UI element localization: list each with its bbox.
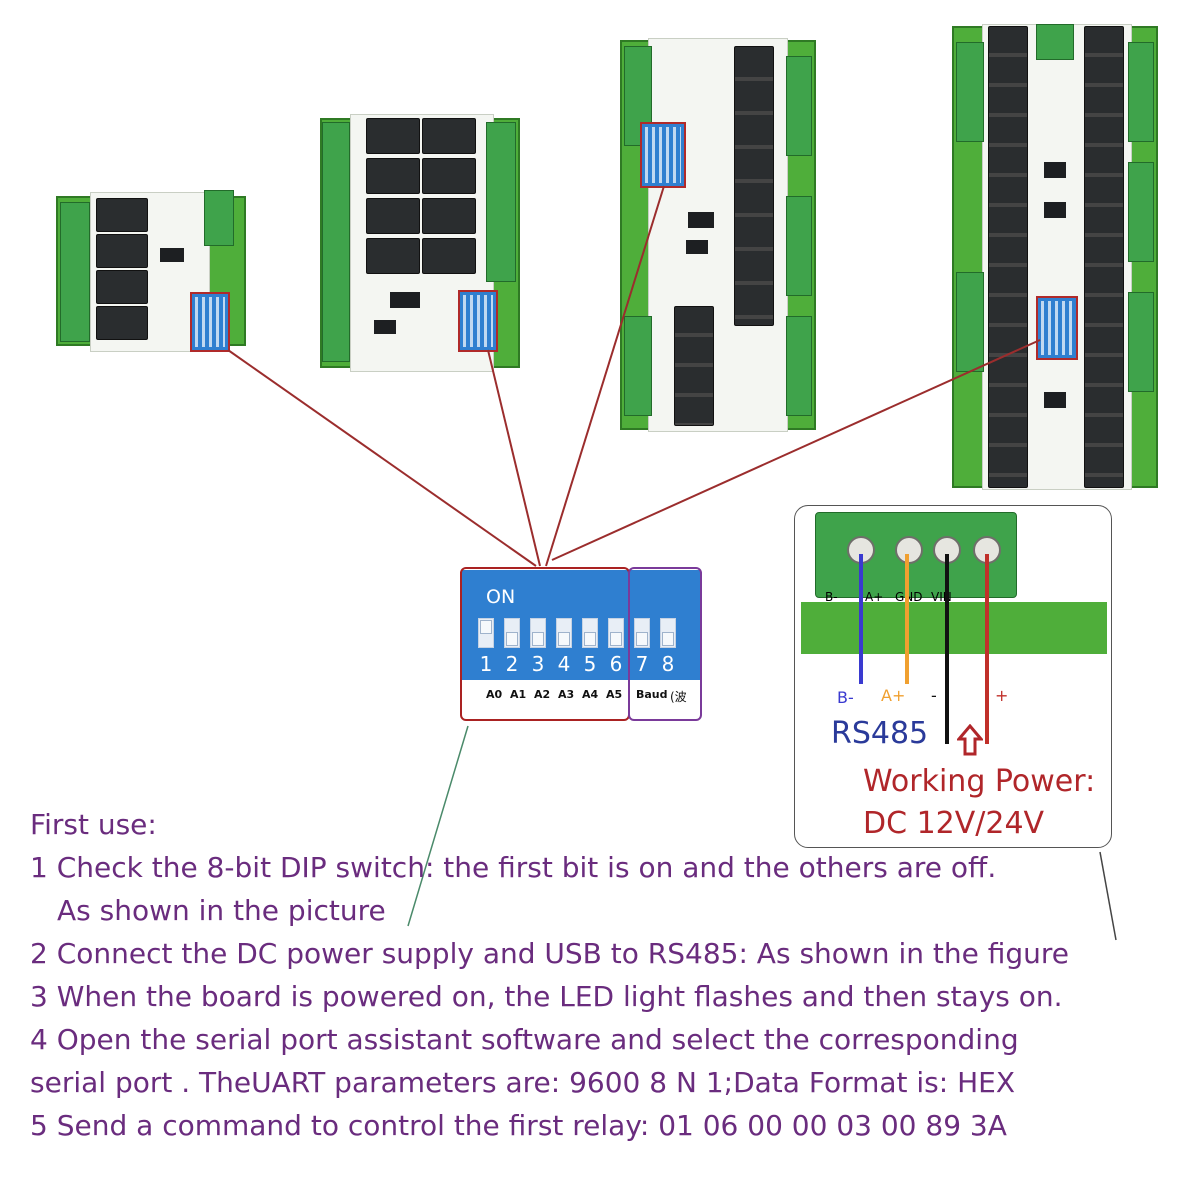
wire-label-b-minus: B-	[837, 688, 854, 707]
up-arrow-icon	[957, 724, 983, 756]
relay-board-32ch	[952, 22, 1158, 492]
address-label: A0	[486, 688, 503, 701]
terminal-label-a-plus: A+	[865, 590, 884, 604]
callout-line	[545, 185, 665, 567]
instruction-line: 4 Open the serial port assistant softwar…	[30, 1023, 1019, 1056]
instruction-line: As shown in the picture	[57, 894, 386, 927]
dip-switch-highlight	[190, 292, 230, 352]
address-label: A3	[558, 688, 575, 701]
wire-gnd	[945, 554, 949, 744]
baud-bits-highlight	[628, 567, 702, 721]
pointer-line	[407, 725, 469, 927]
wire-label-plus: +	[995, 686, 1009, 705]
din-rail	[801, 602, 1107, 654]
dip-number: 4	[557, 652, 571, 676]
dip-number: 2	[505, 652, 519, 676]
wiring-panel: B- A+ GND VIN B- A+ - + RS485 Working Po…	[794, 505, 1112, 848]
dip-number: 8	[661, 652, 675, 676]
address-label: A1	[510, 688, 527, 701]
dip-switch-1	[478, 618, 494, 648]
dip-switch-highlight	[458, 290, 498, 352]
baud-cjk-label: (波	[670, 690, 687, 704]
callout-line	[487, 349, 541, 567]
relay-board-8ch	[320, 112, 520, 374]
address-label: A2	[534, 688, 551, 701]
dip-switch-2	[504, 618, 520, 648]
instructions-heading: First use:	[30, 808, 157, 841]
dip-switch-7	[634, 618, 650, 648]
wire-vin	[985, 554, 989, 744]
instruction-line: 2 Connect the DC power supply and USB to…	[30, 937, 1070, 970]
baud-label: Baud	[636, 688, 668, 701]
dip-number: 3	[531, 652, 545, 676]
wire-label-minus: -	[931, 686, 937, 705]
dip-switch-4	[556, 618, 572, 648]
dip-number: 7	[635, 652, 649, 676]
wire-label-a-plus: A+	[881, 686, 906, 705]
pointer-line	[1099, 851, 1117, 941]
dip-on-label: ON	[486, 586, 516, 608]
instruction-line: serial port . TheUART parameters are: 96…	[30, 1066, 1016, 1099]
address-label: A5	[606, 688, 623, 701]
instruction-line: 1 Check the 8-bit DIP switch: the first …	[30, 851, 997, 884]
address-label: A4	[582, 688, 599, 701]
dip-number: 6	[609, 652, 623, 676]
instruction-line: 5 Send a command to control the first re…	[30, 1109, 1007, 1142]
rs485-label: RS485	[831, 716, 929, 751]
wire-a-plus	[905, 554, 909, 684]
terminal-label-b-minus: B-	[825, 590, 838, 604]
wire-b-minus	[859, 554, 863, 684]
relay-board-4ch	[56, 188, 246, 356]
screw-a-plus	[895, 536, 923, 564]
callout-line	[227, 349, 537, 567]
relay-board-16ch	[620, 36, 816, 434]
instruction-line: 3 When the board is powered on, the LED …	[30, 980, 1063, 1013]
callout-line	[551, 339, 1041, 561]
address-bits-highlight	[460, 567, 630, 721]
power-voltage-label: DC 12V/24V	[863, 806, 1045, 841]
dip-switch-8	[660, 618, 676, 648]
dip-switch-closeup: ON 1 2 3 4 5 6 7 8 A0 A1 A2 A3 A4 A5 Bau…	[462, 570, 700, 720]
dip-number: 1	[479, 652, 493, 676]
dip-switch-6	[608, 618, 624, 648]
dip-switch-3	[530, 618, 546, 648]
dip-number: 5	[583, 652, 597, 676]
dip-switch-5	[582, 618, 598, 648]
working-power-label: Working Power:	[863, 764, 1096, 799]
dip-switch-highlight	[1036, 296, 1078, 360]
